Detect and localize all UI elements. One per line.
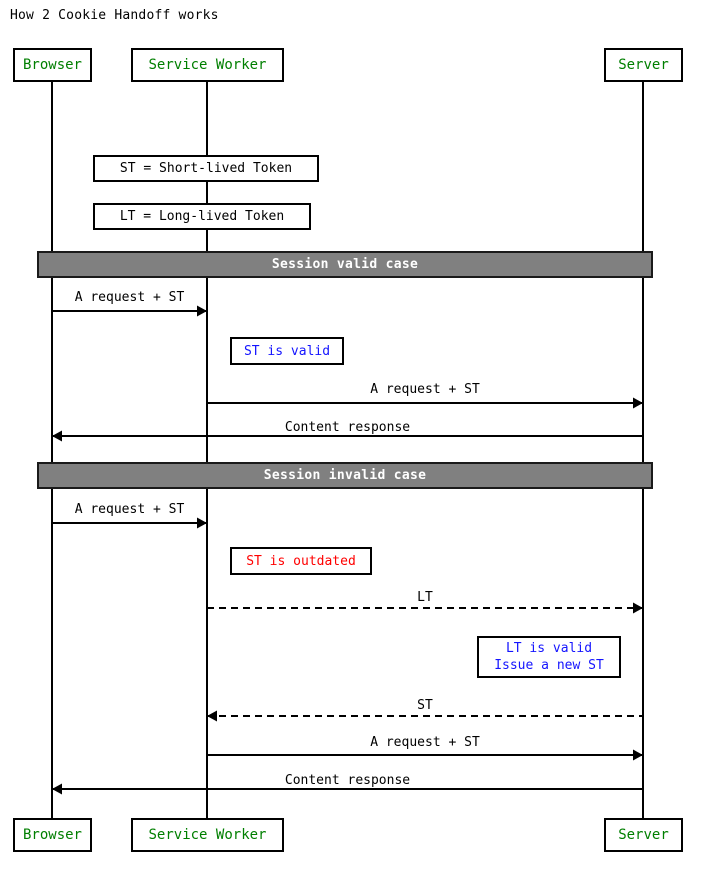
message-label-msg-3: Content response [284,420,411,435]
participant-label: Browser [22,57,82,73]
participant-label: Server [618,827,669,843]
message-arrow-msg-8 [52,783,643,795]
message-label-msg-8: Content response [284,773,411,788]
note-text-line: LT is valid [505,641,593,656]
message-label-msg-6: ST [417,698,433,713]
section-label: Session valid case [271,257,419,272]
message-arrow-msg-5 [207,602,643,614]
note-text: ST = Short-lived Token [119,161,293,176]
participant-browser-top[interactable]: Browser [13,48,92,82]
note-lt-def: LT = Long-lived Token [93,203,311,230]
lifeline-worker [206,82,208,818]
participant-worker-bottom[interactable]: Service Worker [131,818,284,852]
message-arrow-msg-3 [52,430,643,442]
message-arrow-msg-7 [207,749,643,761]
message-arrow-msg-4 [52,517,207,529]
message-label-msg-4: A request + ST [74,502,185,517]
message-label-msg-2: A request + ST [370,382,480,397]
message-label-msg-7: A request + ST [370,735,480,750]
note-st-outdated: ST is outdated [230,547,372,575]
participant-server-bottom[interactable]: Server [604,818,683,852]
section-label: Session invalid case [263,468,427,483]
message-label-msg-5: LT [417,590,433,605]
lifeline-browser [51,82,53,818]
participant-worker-top[interactable]: Service Worker [131,48,284,82]
participant-label: Browser [22,827,82,843]
note-st-valid: ST is valid [230,337,344,365]
note-text-line: ST is valid [243,343,331,359]
section-invalid: Session invalid case [37,462,653,489]
participant-label: Service Worker [148,57,267,73]
message-label-msg-1: A request + ST [74,290,185,305]
section-valid: Session valid case [37,251,653,278]
participant-label: Server [618,57,669,73]
participant-label: Service Worker [148,827,267,843]
note-text-line: ST is outdated [246,553,356,569]
participant-server-top[interactable]: Server [604,48,683,82]
note-st-def: ST = Short-lived Token [93,155,319,182]
message-arrow-msg-2 [207,397,643,409]
lifeline-server [642,82,644,818]
message-arrow-msg-6 [207,710,643,722]
message-arrow-msg-1 [52,305,207,317]
note-text: LT = Long-lived Token [119,209,285,224]
participant-browser-bottom[interactable]: Browser [13,818,92,852]
note-text-line: Issue a new ST [494,658,604,673]
page-title: How 2 Cookie Handoff works [10,8,219,23]
